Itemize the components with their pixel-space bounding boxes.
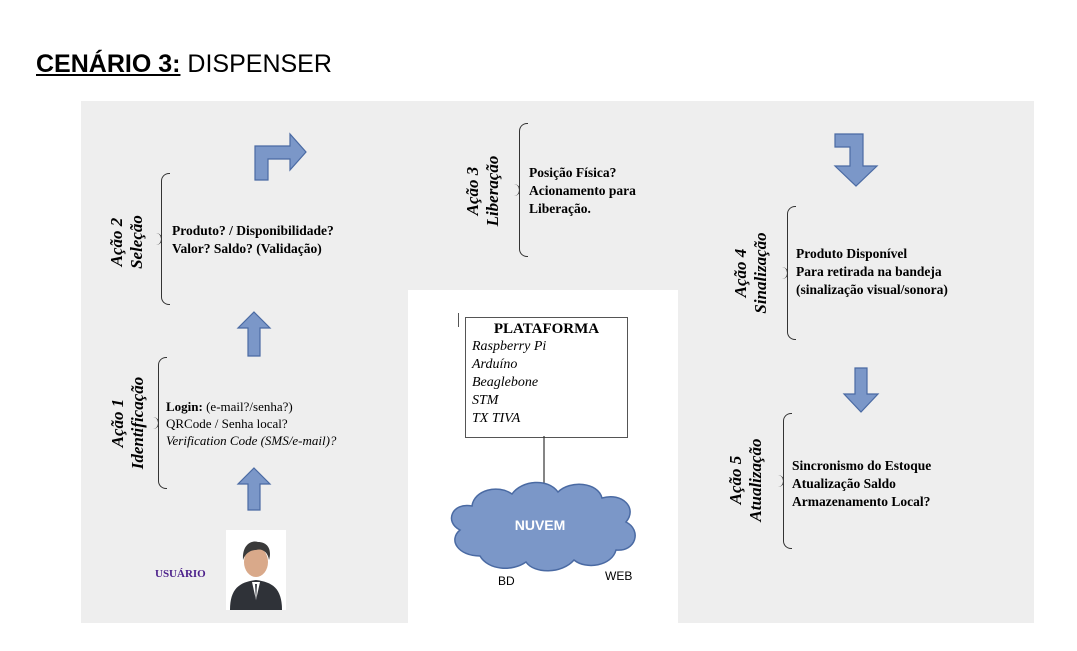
action-2-note-line-1: Produto? / Disponibilidade?	[172, 223, 334, 238]
user-label: USUÁRIO	[155, 568, 206, 580]
arrow-right-down-icon	[833, 133, 879, 187]
web-label: WEB	[605, 569, 633, 583]
platform-item: Beaglebone	[472, 375, 539, 390]
platform-item: Raspberry Pi	[472, 339, 547, 354]
action-4-label: Ação 4 Sinalização	[731, 193, 771, 353]
action-4-number: Ação 4	[731, 248, 750, 298]
platform-item: Arduíno	[472, 357, 518, 372]
platform-item: STM	[472, 393, 499, 408]
action-3-note-line-3: Liberação.	[529, 201, 591, 216]
action-2-number: Ação 2	[107, 217, 126, 267]
cloud-diagram	[450, 436, 636, 572]
action-5-name: Atualização	[746, 438, 765, 522]
action-5-note-line-1: Sincronismo do Estoque	[792, 458, 932, 473]
action-5-note-line-2: Atualização Saldo	[792, 476, 896, 491]
action-1-label: Ação 1 Identificação	[108, 343, 148, 503]
action-3-brace	[512, 123, 528, 257]
action-2-name: Seleção	[127, 215, 146, 269]
action-3-label: Ação 3 Liberação	[463, 111, 503, 271]
action-1-note-line-2: QRCode / Senha local?	[166, 416, 288, 431]
login-value: (e-mail?/senha?)	[202, 399, 293, 414]
platform-box: PLATAFORMA Raspberry Pi Arduíno Beaglebo…	[465, 317, 628, 438]
bd-label: BD	[498, 574, 515, 588]
action-4-brace	[780, 206, 796, 340]
action-1-notes: Login: (e-mail?/senha?) QRCode / Senha l…	[166, 398, 336, 449]
user-avatar-icon	[226, 530, 286, 610]
action-5-notes: Sincronismo do Estoque Atualização Saldo…	[792, 457, 931, 511]
action-4-note-line-1: Produto Disponível	[796, 246, 908, 261]
action-2-note-line-2: Valor? Saldo? (Validação)	[172, 241, 322, 256]
action-1-number: Ação 1	[108, 398, 127, 448]
arrow-up-right-icon	[254, 132, 307, 181]
action-3-number: Ação 3	[463, 166, 482, 216]
action-3-note-line-1: Posição Física?	[529, 165, 617, 180]
arrow-up-icon	[236, 467, 272, 511]
action-2-notes: Produto? / Disponibilidade? Valor? Saldo…	[172, 222, 334, 258]
arrow-down-icon	[842, 367, 880, 413]
action-4-notes: Produto Disponível Para retirada na band…	[796, 245, 948, 299]
action-2-brace	[154, 173, 170, 305]
action-1-brace	[151, 357, 167, 489]
action-1-name: Identificação	[128, 376, 147, 470]
platform-item: TX TIVA	[472, 411, 521, 426]
cloud-label: NUVEM	[514, 517, 566, 533]
action-5-label: Ação 5 Atualização	[726, 400, 766, 560]
arrow-up-icon	[236, 311, 272, 357]
action-3-name: Liberação	[483, 155, 502, 227]
action-1-note-line-3: Verification Code (SMS/e-mail)?	[166, 433, 337, 448]
action-4-note-line-3: (sinalização visual/sonora)	[796, 282, 948, 297]
action-4-name: Sinalização	[751, 232, 770, 314]
action-3-note-line-2: Acionamento para	[529, 183, 636, 198]
login-label: Login:	[166, 399, 203, 414]
cursor-mark	[458, 313, 459, 327]
title-name: DISPENSER	[180, 50, 332, 78]
cloud-icon	[450, 481, 636, 572]
action-4-note-line-2: Para retirada na bandeja	[796, 264, 942, 279]
action-3-notes: Posição Física? Acionamento para Liberaç…	[529, 164, 636, 218]
platform-title: PLATAFORMA	[493, 321, 600, 337]
action-2-label: Ação 2 Seleção	[107, 162, 147, 322]
page-title: CENÁRIO 3: DISPENSER	[36, 50, 332, 79]
action-5-brace	[776, 413, 792, 549]
title-prefix: CENÁRIO 3:	[36, 50, 181, 78]
action-5-note-line-3: Armazenamento Local?	[792, 494, 931, 509]
action-5-number: Ação 5	[726, 455, 745, 505]
